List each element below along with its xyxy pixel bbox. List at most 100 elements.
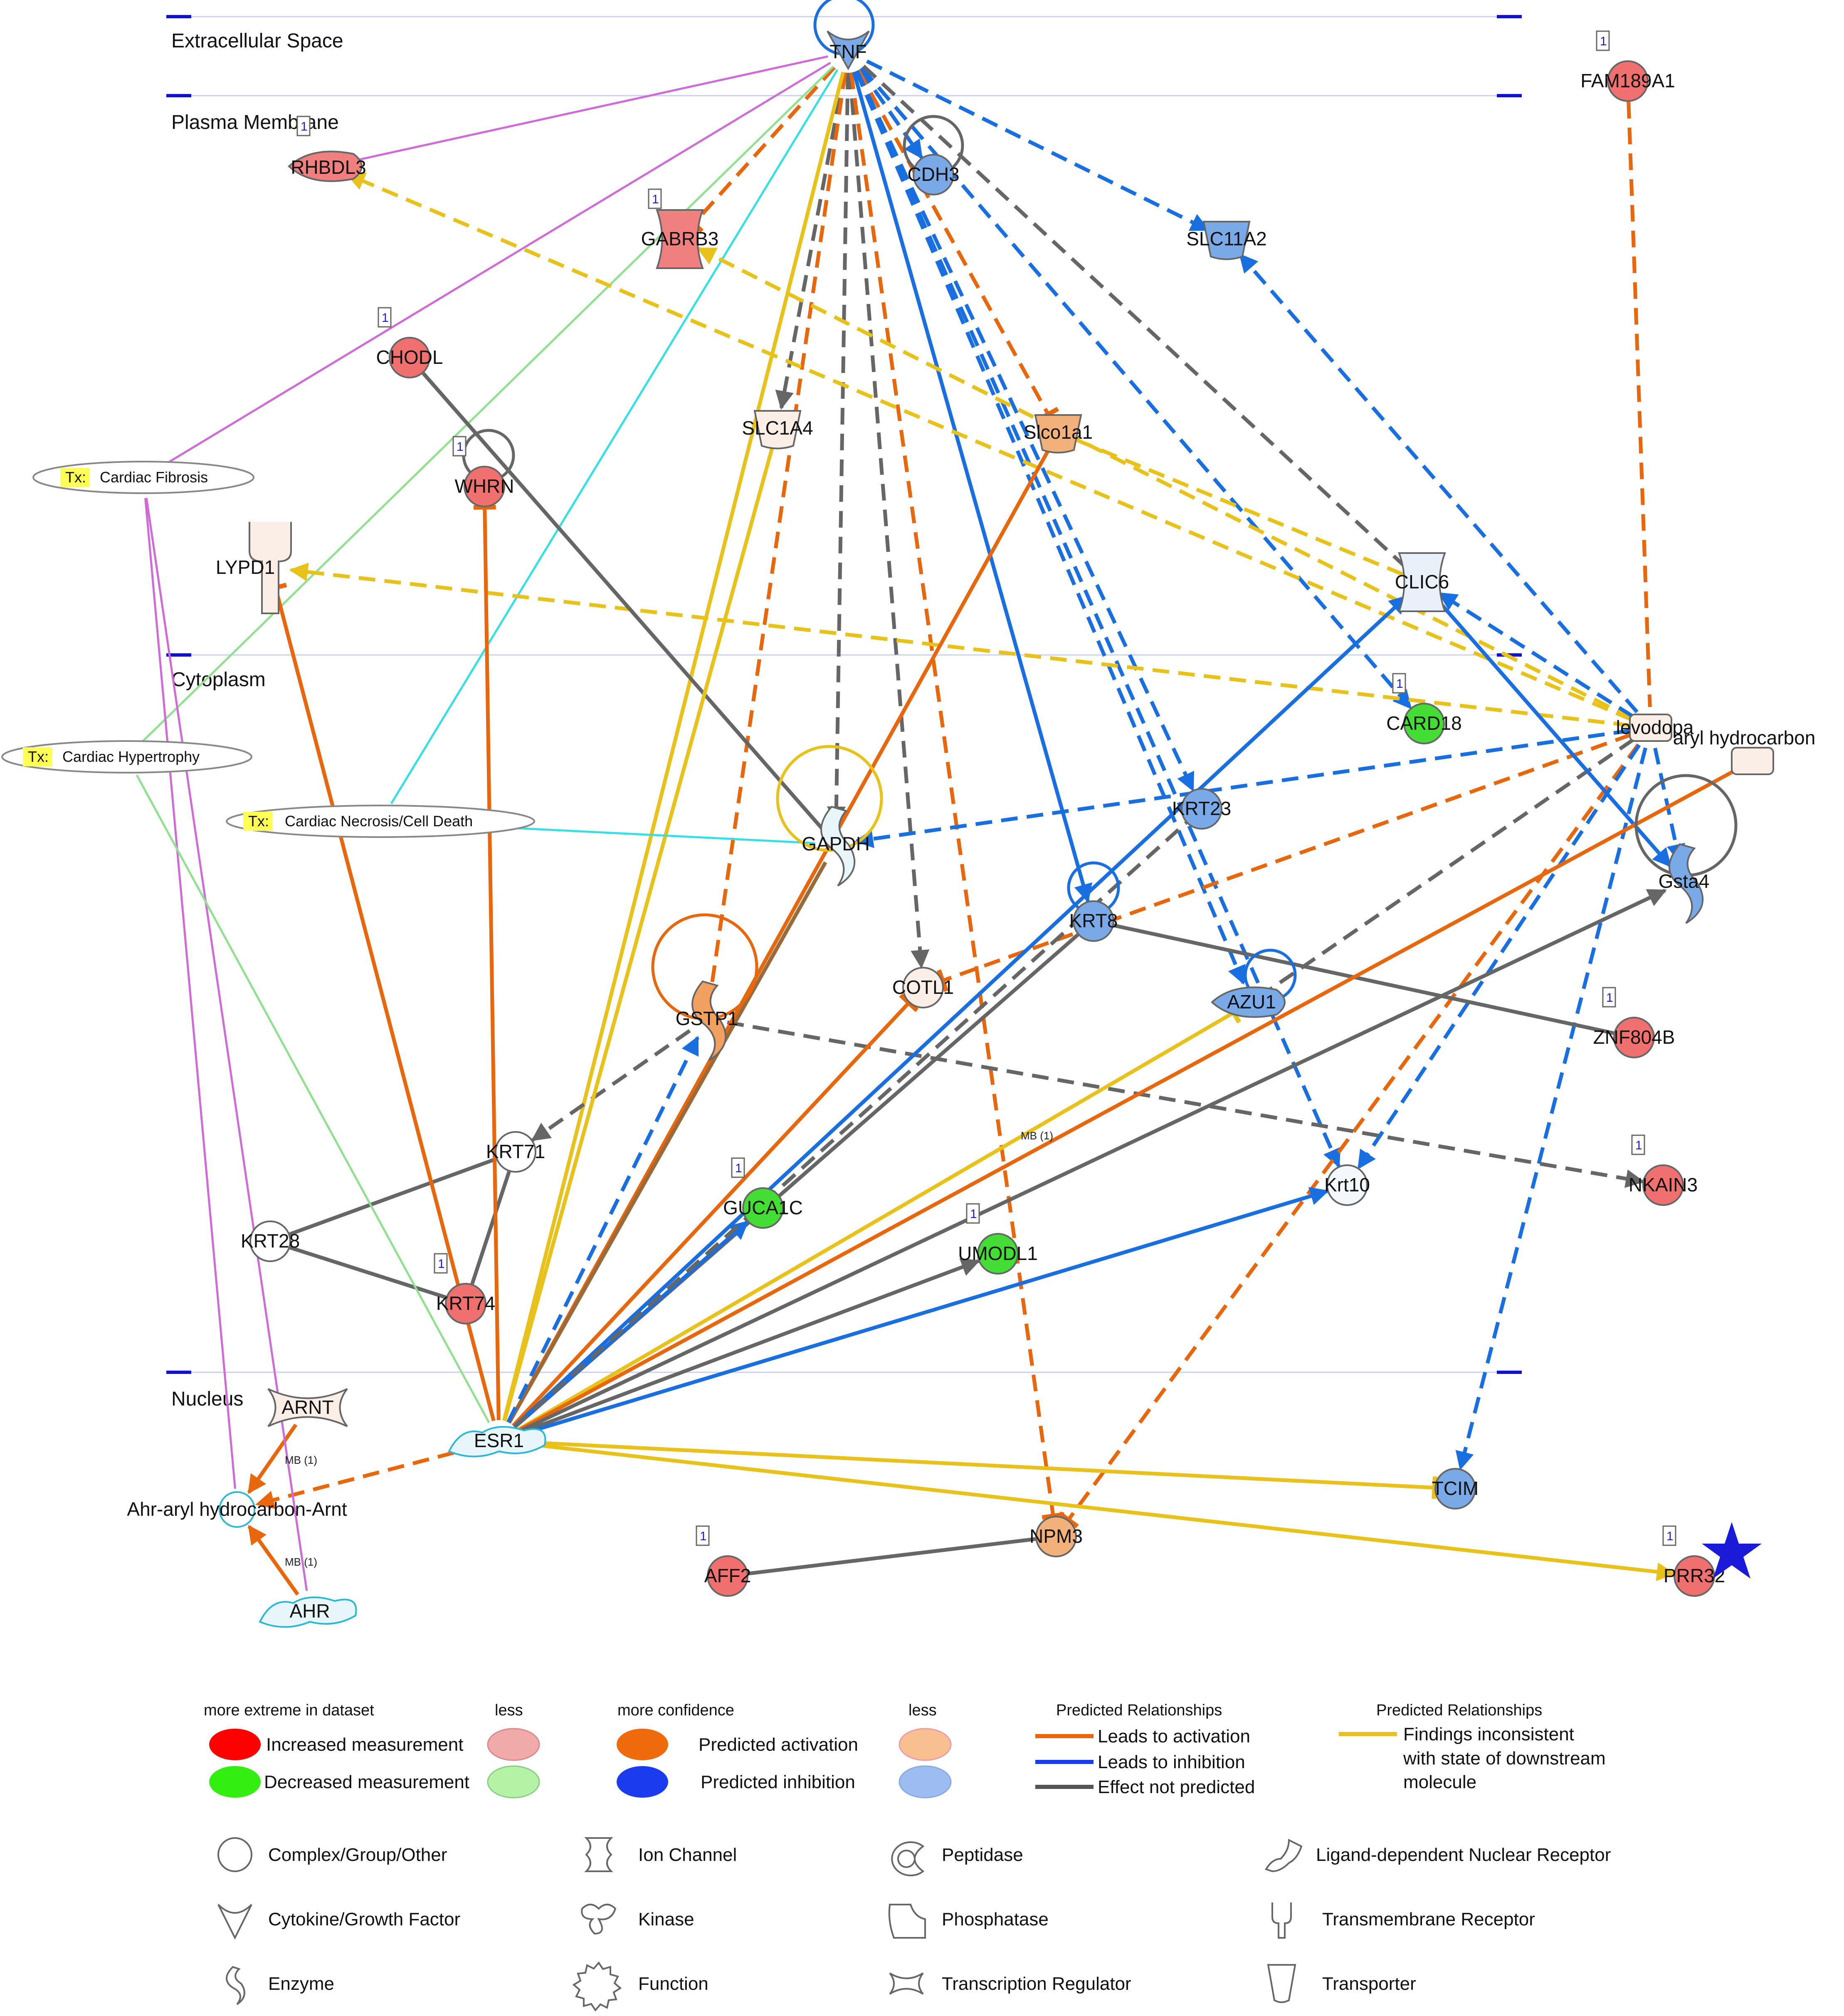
node-tnf[interactable]: TNF: [827, 30, 870, 71]
node-azu1[interactable]: AZU1: [1211, 986, 1286, 1018]
edge-tnf-to-azu1: [854, 70, 1246, 985]
node-gsta4[interactable]: Gsta4: [1659, 843, 1710, 924]
legend-more-extreme: more extreme in dataset: [204, 1702, 374, 1719]
node-lypd1[interactable]: LYPD1: [216, 522, 292, 614]
node-label: KRT74: [436, 1292, 495, 1314]
edge-levodopa-to-gsta4: [1653, 747, 1685, 863]
transcription-regulator-icon: [889, 1972, 924, 1995]
node-esr1[interactable]: ESR1: [448, 1426, 546, 1458]
circle-shape: [1326, 1164, 1368, 1206]
edge-levodopa-to-rhbdl3: [346, 172, 1632, 721]
cytokine-icon: [217, 1904, 252, 1940]
edge-tnf-to-cotl1: [848, 72, 930, 969]
ion-shape: [1398, 552, 1446, 612]
enzyme-shape: [691, 980, 727, 1061]
node-label: AHR: [289, 1600, 330, 1622]
nuclear-shape: [259, 1596, 357, 1628]
peptidase-icon: [891, 1841, 925, 1876]
count-badge: [452, 436, 467, 457]
legend-findings-1: Findings inconsistent: [1403, 1724, 1574, 1744]
node-krt28[interactable]: KRT28: [241, 1220, 300, 1262]
legend: more extreme in dataset less Increased m…: [204, 1702, 1611, 2012]
edge-esr1-to-whrn: [473, 505, 501, 1421]
count-badge-text: 1: [457, 440, 464, 454]
edge-tnf-to-krt23: [855, 70, 1195, 792]
node-krt10[interactable]: Krt10: [1324, 1164, 1370, 1206]
node-slc11a2[interactable]: SLC11A2: [1186, 221, 1267, 260]
node-npm3[interactable]: NPM3: [1029, 1516, 1083, 1557]
edge-label-mb: MB (1): [285, 1556, 317, 1568]
count-badge-text: 1: [700, 1529, 707, 1543]
count-badge: [296, 116, 311, 136]
node-cotl1[interactable]: COTL1: [892, 967, 954, 1008]
node-krt8[interactable]: KRT8: [1069, 900, 1118, 942]
edge-clic6-to-gsta4: [1434, 596, 1672, 867]
enzyme-icon: [226, 1966, 245, 2005]
legend-decreased-swatch: [209, 1766, 261, 1798]
node-label: GAPDH: [802, 833, 870, 855]
node-krt71[interactable]: KRT71: [486, 1131, 545, 1173]
node-clic6[interactable]: CLIC6: [1395, 552, 1449, 612]
node-label: levodopa: [1616, 716, 1694, 738]
node-ahr[interactable]: AHR: [259, 1596, 357, 1628]
edge-slco1a1-to-clic6: [1076, 438, 1404, 576]
peptidase-shape: [288, 151, 363, 182]
count-badge-text: 1: [438, 1257, 445, 1271]
node-slc1a4[interactable]: SLC1A4: [742, 410, 813, 450]
count-badge: [1631, 1134, 1645, 1155]
circle-shape: [1181, 788, 1222, 830]
circle-shape: [707, 1555, 748, 1597]
function-cardiac-fibrosis[interactable]: Tx: Cardiac Fibrosis: [32, 461, 254, 494]
edge-esr1-to-krt10: [518, 1187, 1329, 1437]
count-badge-text: 1: [1600, 35, 1607, 48]
svg-text:Transporter: Transporter: [1322, 1974, 1416, 1994]
node-cdh3[interactable]: CDH3: [907, 154, 960, 195]
node-levodopa[interactable]: levodopa: [1616, 714, 1694, 742]
edge-esr1-to-prr32: [519, 1441, 1676, 1581]
svg-text:Cytokine/Growth Factor: Cytokine/Growth Factor: [268, 1909, 460, 1930]
legend-effect-not-predicted: Effect not predicted: [1098, 1777, 1255, 1797]
edge-esr1-to-umodl1: [518, 1258, 980, 1435]
node-slco1a1[interactable]: Slco1a1: [1024, 414, 1093, 454]
node-label: aryl hydrocarbon: [1673, 727, 1816, 749]
node-arnt[interactable]: ARNT: [267, 1388, 348, 1427]
node-label: SLC1A4: [742, 417, 813, 439]
node-gstp1[interactable]: GSTP1: [676, 980, 738, 1061]
node-label: Krt10: [1324, 1174, 1370, 1196]
node-krt23[interactable]: KRT23: [1172, 788, 1231, 830]
count-badge: [1662, 1525, 1676, 1546]
node-gapdh[interactable]: GAPDH: [802, 805, 870, 887]
node-tcim[interactable]: TCIM: [1432, 1468, 1479, 1510]
edge-krt28-to-krt74: [289, 1245, 447, 1300]
svg-text:Kinase: Kinase: [638, 1909, 694, 1930]
count-badge-text: 1: [301, 120, 308, 133]
svg-text:Complex/Group/Other: Complex/Group/Other: [268, 1845, 447, 1865]
function-icon: [572, 1961, 622, 2012]
function-cardiac-hypertrophy[interactable]: Tx: Cardiac Hypertrophy: [1, 740, 252, 773]
edge-tnf-to-clic6: [862, 64, 1408, 570]
svg-text:Function: Function: [638, 1974, 708, 1994]
svg-text:Transmembrane Receptor: Transmembrane Receptor: [1322, 1909, 1535, 1930]
nuclear-receptor-icon: [1265, 1838, 1303, 1873]
function-cardiac-necrosis[interactable]: Tx: Cardiac Necrosis/Cell Death: [226, 805, 535, 838]
node-arylhydrocarbon[interactable]: aryl hydrocarbon: [1673, 727, 1816, 775]
txreg-shape: [267, 1388, 348, 1427]
edge-krt8-to-znf804b: [1113, 924, 1614, 1035]
circle-shape: [913, 154, 954, 195]
edge-esr1-to-cotl1: [511, 993, 919, 1427]
edge-esr1-to-gapdh: [507, 861, 827, 1424]
node-ahrcomplex[interactable]: Ahr-aryl hydrocarbon-Arnt: [127, 1491, 347, 1528]
